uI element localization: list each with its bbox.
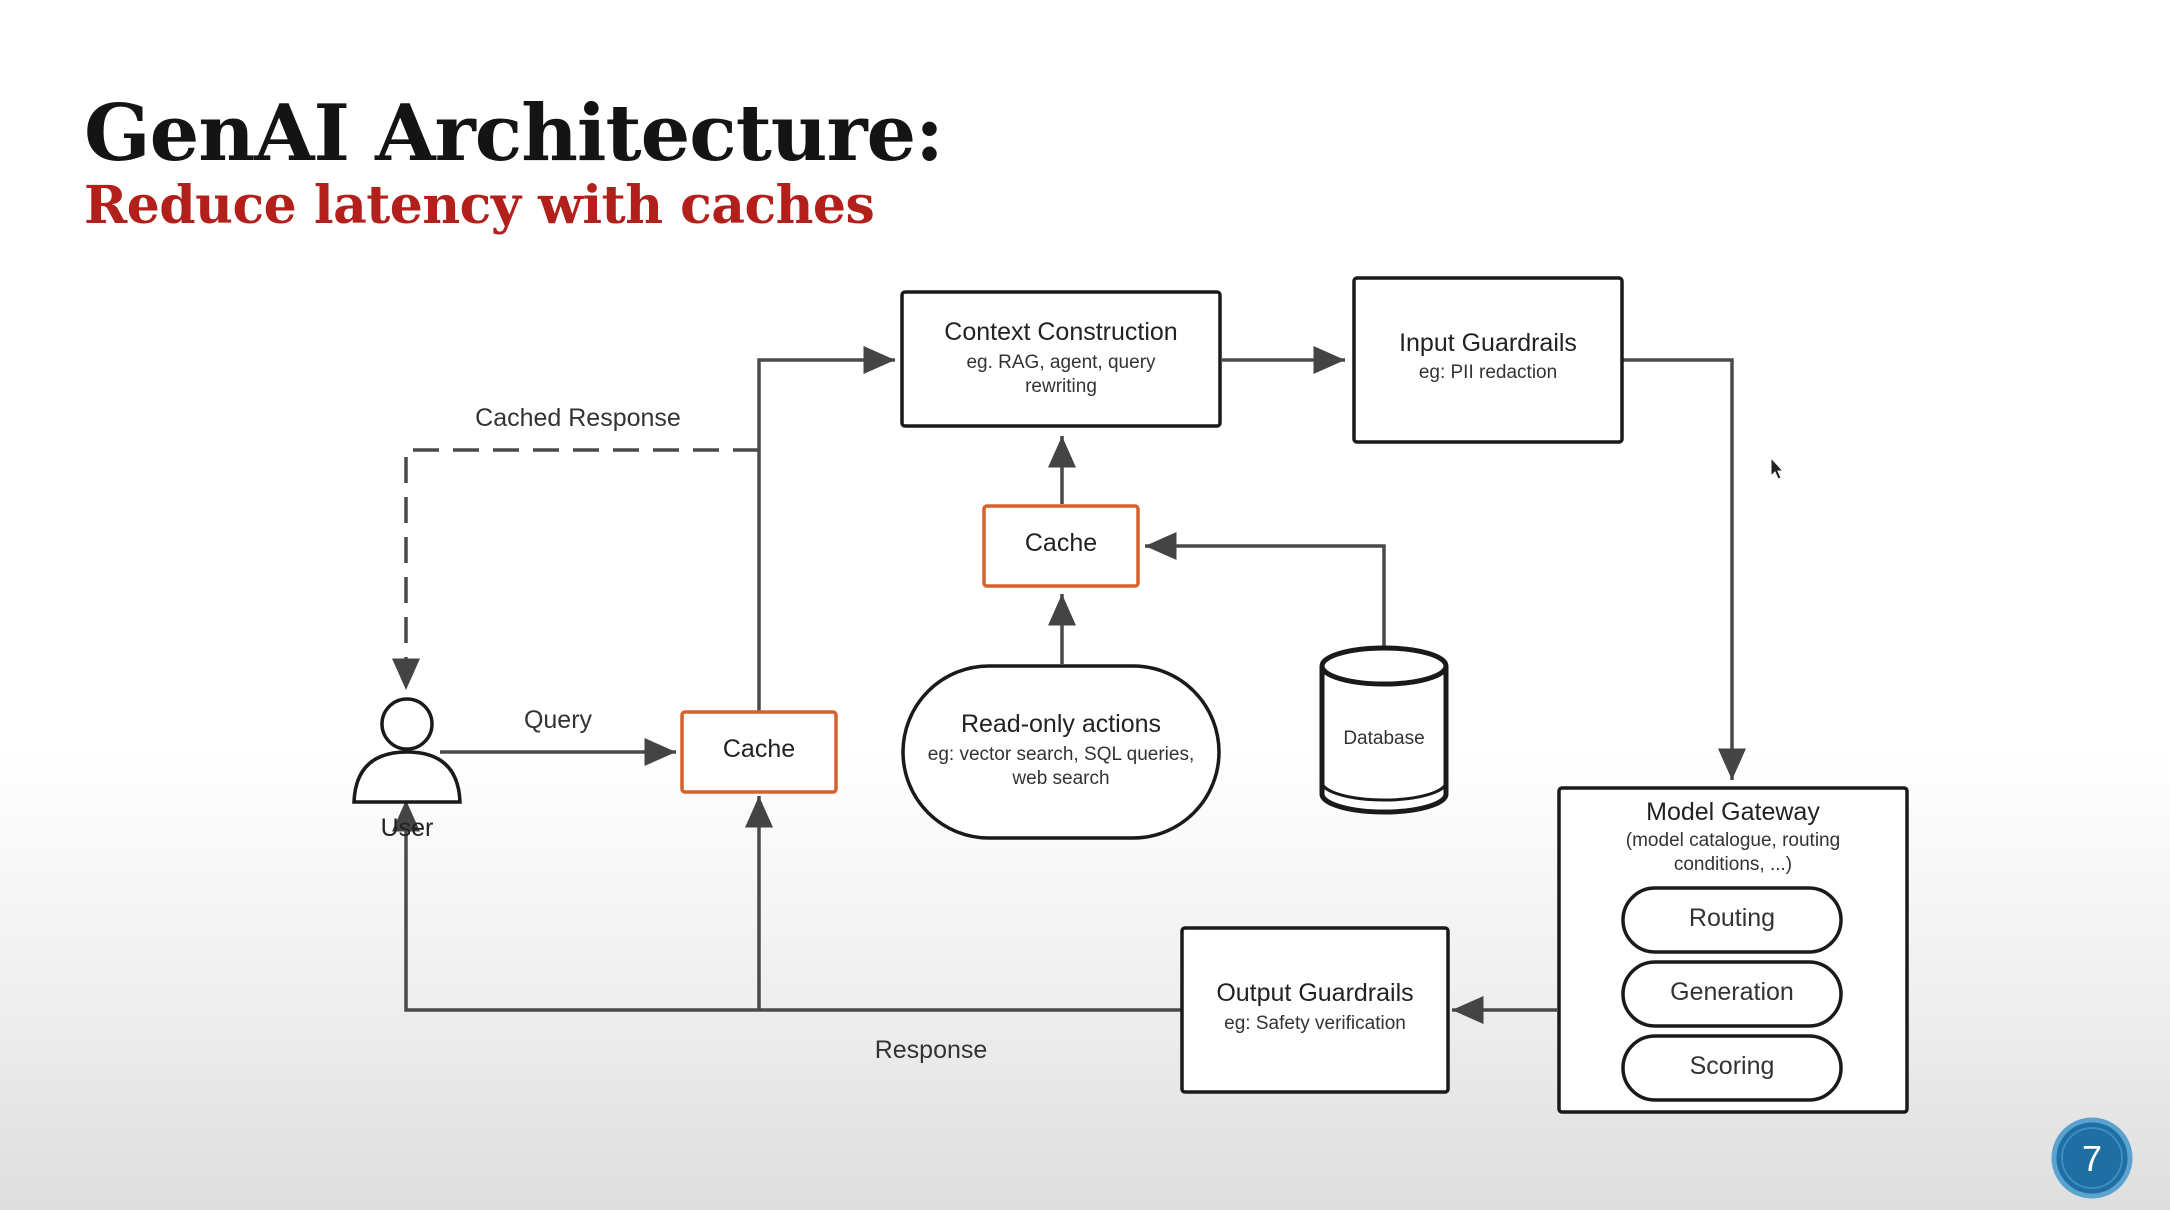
user-label: User xyxy=(381,814,434,842)
output-guardrails-box: Output Guardrails eg: Safety verificatio… xyxy=(1180,926,1450,1094)
input-guardrails-box: Input Guardrails eg: PII redaction xyxy=(1352,276,1624,444)
slide-title: GenAI Architecture: xyxy=(84,88,944,179)
model-gateway-sub1: (model catalogue, routing xyxy=(1626,830,1840,851)
scoring-label: Scoring xyxy=(1690,1052,1775,1080)
context-construction-box: Context Construction eg. RAG, agent, que… xyxy=(900,290,1222,428)
response-label: Response xyxy=(875,1036,988,1064)
response-arrow xyxy=(392,800,1182,1012)
scoring-pill: Scoring xyxy=(1621,1034,1843,1102)
model-gateway-sub2: conditions, ...) xyxy=(1674,854,1792,875)
query-label: Query xyxy=(524,706,593,734)
context-construction-title: Context Construction xyxy=(944,318,1177,346)
guardrails-to-gateway-arrow xyxy=(1622,358,1746,780)
input-guardrails-sub: eg: PII redaction xyxy=(1419,362,1557,383)
database-cylinder: Database xyxy=(1319,645,1449,815)
routing-label: Routing xyxy=(1689,904,1775,932)
model-gateway-title: Model Gateway xyxy=(1646,798,1820,826)
page-number: 7 xyxy=(2082,1138,2102,1179)
generation-pill: Generation xyxy=(1621,960,1843,1028)
readonly-actions-title: Read-only actions xyxy=(961,710,1161,738)
slide-subtitle: Reduce latency with caches xyxy=(84,175,875,236)
generation-label: Generation xyxy=(1670,978,1794,1006)
cached-response-label: Cached Response xyxy=(475,404,681,432)
context-construction-sub2: rewriting xyxy=(1025,376,1097,397)
context-construction-sub1: eg. RAG, agent, query xyxy=(966,352,1156,373)
cached-response-connector xyxy=(392,448,759,690)
readonly-actions-sub1: eg: vector search, SQL queries, xyxy=(928,744,1194,765)
cache-top-label: Cache xyxy=(1025,529,1097,557)
mouse-cursor-icon xyxy=(1770,456,1785,480)
readonly-actions-sub2: web search xyxy=(1011,768,1109,789)
cache-left-box: Cache xyxy=(680,710,838,794)
database-label: Database xyxy=(1343,728,1424,749)
database-to-cache-arrow xyxy=(1145,532,1386,646)
readonly-actions-node: Read-only actions eg: vector search, SQL… xyxy=(901,664,1221,840)
cache-top-box: Cache xyxy=(982,504,1140,588)
routing-pill: Routing xyxy=(1621,886,1843,954)
model-gateway-box: Model Gateway (model catalogue, routing … xyxy=(1557,786,1909,1114)
cache-to-context-arrow xyxy=(757,346,895,712)
user-icon: User xyxy=(352,697,462,842)
page-number-badge[interactable]: 7 xyxy=(2051,1117,2133,1199)
output-guardrails-sub: eg: Safety verification xyxy=(1224,1013,1406,1034)
input-guardrails-title: Input Guardrails xyxy=(1399,329,1577,357)
cache-left-label: Cache xyxy=(723,735,795,763)
output-guardrails-title: Output Guardrails xyxy=(1216,979,1413,1007)
